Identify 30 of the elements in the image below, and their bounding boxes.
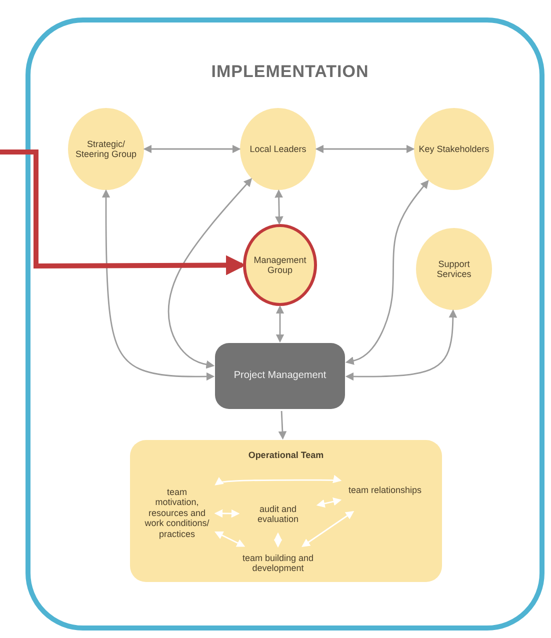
group-heading: Operational Team xyxy=(247,450,325,460)
node-label: team relationships xyxy=(347,484,423,496)
node-label: Strategic/ Steering Group xyxy=(74,138,138,160)
connector-arrow xyxy=(143,144,241,154)
group-panel xyxy=(130,440,442,582)
connector-arrow xyxy=(278,410,287,440)
node-label: Key Stakeholders xyxy=(418,144,490,154)
connector-arrow xyxy=(214,474,342,486)
connector-arrow xyxy=(274,189,284,225)
diagram-title: IMPLEMENTATION xyxy=(210,62,370,82)
connector-arrow xyxy=(274,532,282,548)
connector-arrow xyxy=(316,497,342,508)
node-label: team motivation, resources and work conditions/ practices xyxy=(144,487,210,539)
node-label: Support Services xyxy=(436,258,472,280)
connector-arrow xyxy=(214,509,240,518)
node-label: team building and development xyxy=(241,552,315,574)
connector-arrow xyxy=(315,144,415,154)
connector-arrow xyxy=(302,511,354,547)
connector-arrow xyxy=(345,180,429,365)
connector-arrow xyxy=(168,178,252,369)
highlight-arrow xyxy=(0,150,246,276)
connector-arrow xyxy=(345,309,458,381)
node-label: audit and evaluation xyxy=(256,504,300,524)
node-label: Management Group xyxy=(252,254,308,276)
connector-arrow xyxy=(214,532,246,547)
connector-arrow xyxy=(276,305,284,343)
connector-arrow xyxy=(102,189,215,381)
process-box xyxy=(215,343,345,409)
node-label: Project Management xyxy=(232,370,328,382)
node-label: Local Leaders xyxy=(248,144,308,154)
